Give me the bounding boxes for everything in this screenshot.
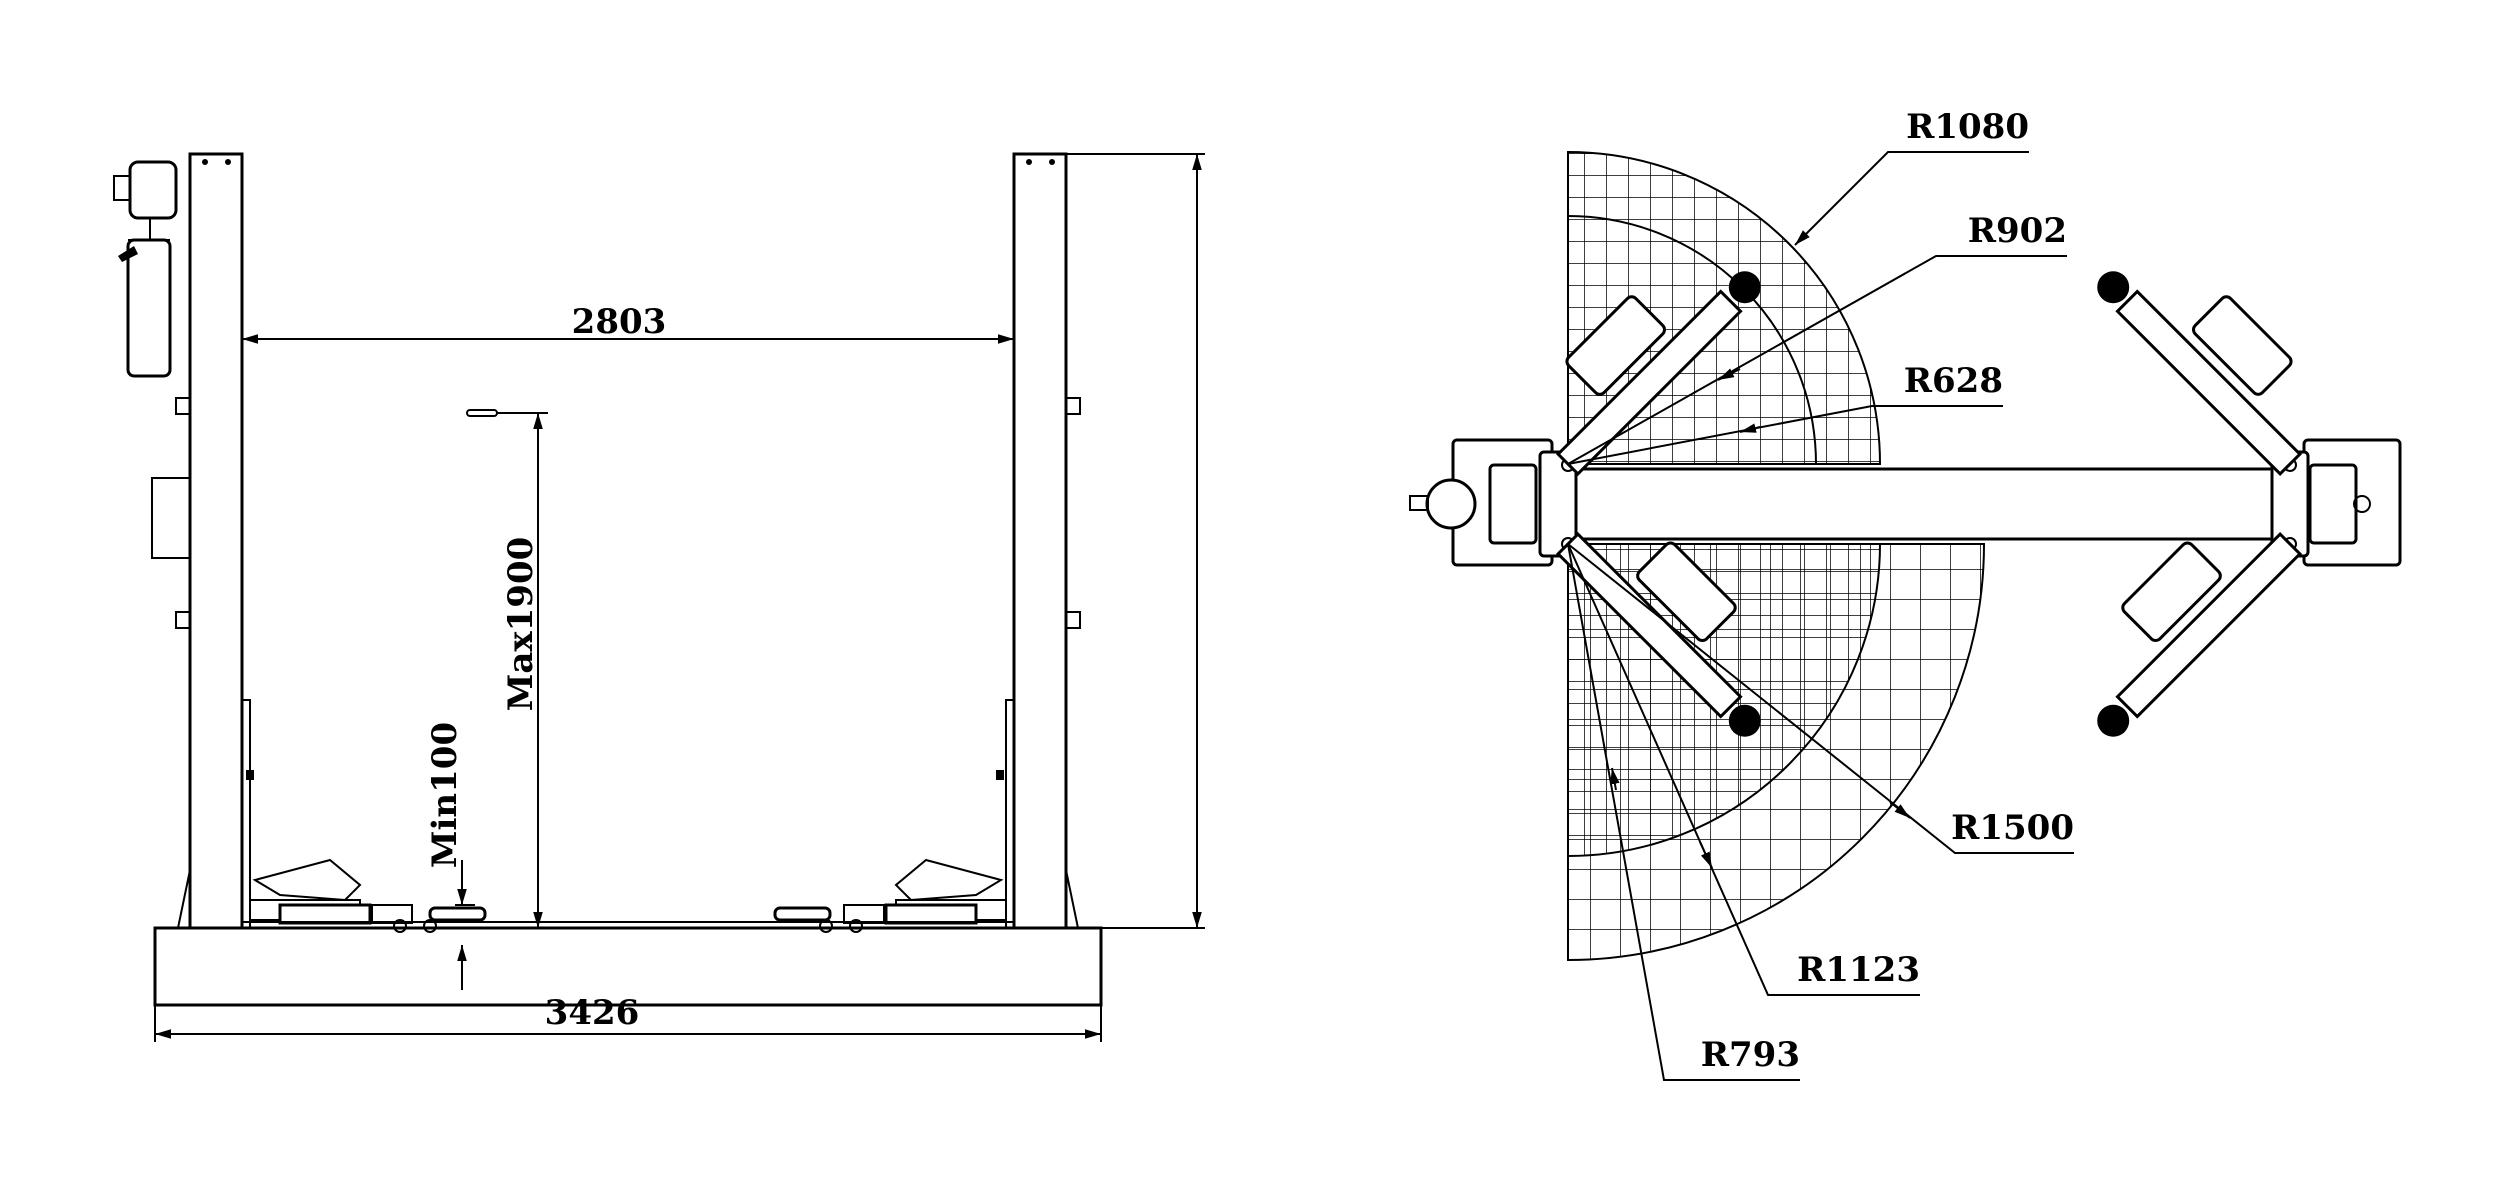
motor-icon (1425, 478, 1477, 530)
radius-label-r793: R793 (1701, 1035, 1800, 1075)
arm-lower-right (2097, 531, 2303, 737)
min-height-label: Min100 (425, 722, 465, 868)
max-height-label: Max1900 (501, 537, 541, 712)
radius-label-r628: R628 (1904, 361, 2003, 401)
radius-label-r902: R902 (1968, 211, 2067, 251)
right-post-top (2270, 438, 2402, 567)
arm-upper-left (1555, 271, 1761, 477)
radius-label-r1080: R1080 (1906, 107, 2029, 147)
inner-width-label: 2803 (572, 302, 667, 342)
radius-label-r1500: R1500 (1951, 808, 2074, 848)
radius-label-r1123: R1123 (1797, 950, 1920, 990)
right-lift-arm (773, 858, 1007, 933)
arm-upper-right (2097, 271, 2303, 477)
base-plate (153, 926, 1103, 1007)
left-column (188, 152, 244, 930)
power-unit (113, 160, 178, 378)
front-view: 2803 3426 Max1900 Min100 (113, 152, 1205, 1042)
control-box (151, 477, 191, 559)
overall-width-label: 3426 (545, 993, 640, 1033)
top-view: R1080 R902 R628 R1500 R1123 R793 (1409, 107, 2402, 1081)
left-post-top (1409, 438, 1578, 567)
arm-lower-left (1555, 531, 1761, 737)
right-column (1012, 152, 1068, 930)
top-beam (1574, 467, 2274, 541)
left-lift-arm (249, 858, 487, 933)
